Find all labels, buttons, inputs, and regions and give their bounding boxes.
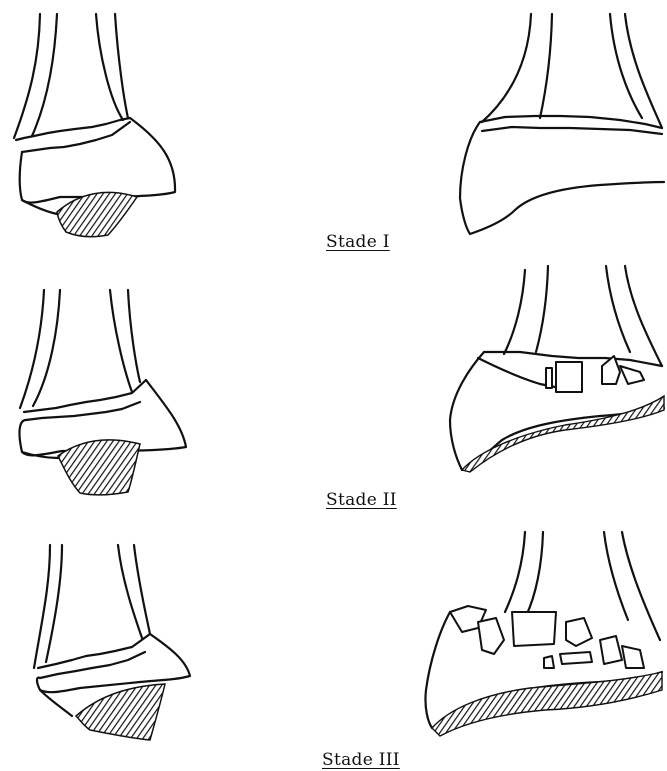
stage-3-lateral-view bbox=[425, 532, 662, 736]
stage-1-label: Stade I bbox=[326, 232, 390, 252]
stage-3-label: Stade III bbox=[322, 750, 400, 770]
stage-1-lateral-view bbox=[460, 14, 664, 234]
stage-2-label: Stade II bbox=[326, 490, 397, 510]
stage-2-lateral-view bbox=[450, 266, 664, 472]
stage-3-front-view bbox=[34, 545, 190, 740]
stage-1-front-view bbox=[14, 14, 175, 237]
stage-2-front-view bbox=[19, 290, 186, 495]
